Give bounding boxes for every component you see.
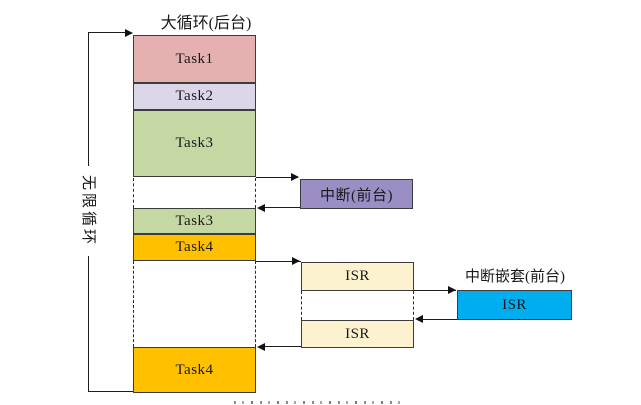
nested-isr-return-line [417,318,457,320]
loop-bracket-bottom-line [88,391,134,392]
isr-top-label: ISR [345,268,370,284]
task-block-task3-first: Task3 [133,110,256,177]
interrupt-box: 中断(前台) [300,179,413,209]
isr-call-line [256,260,301,262]
nested-isr-call-line [414,289,456,291]
interrupt-call-line [256,176,298,178]
isr-return-line [259,346,301,347]
gap1-dashed-left-edge [133,178,134,208]
gap2-dashed-right-edge [254,261,256,347]
task-block-task4-resumed: Task4 [133,347,256,393]
interrupt-call-arrowhead-icon [291,173,299,181]
task-block-task4-first: Task4 [133,234,256,261]
isr-return-arrowhead-icon [257,342,265,351]
interrupt-return-line [259,207,300,208]
isr-box-top: ISR [301,262,414,291]
task2-label: Task2 [175,88,214,104]
nested-isr-return-arrowhead-icon [415,315,423,323]
background-loop-title: 大循环(后台) [160,15,252,32]
loop-top-arrowhead-icon [125,29,133,37]
nested-isr-label: ISR [502,296,527,313]
nested-isr-call-arrowhead-icon [448,286,456,294]
loop-bracket-top-line [88,32,128,33]
interrupt-return-arrowhead-icon [257,203,265,212]
isr-gap-dashed-right-edge [412,291,414,320]
task-block-task2: Task2 [133,83,256,110]
isr-gap-dashed-left-edge [301,291,302,320]
isr-bottom-label: ISR [345,325,370,342]
task1-label: Task1 [175,50,214,67]
gap2-dashed-left-edge [133,261,134,347]
infinite-loop-label: 无限循环 [77,166,99,256]
caption-fragment [234,401,402,404]
task3-resumed-label: Task3 [175,212,214,229]
task4-resumed-label: Task4 [175,361,214,378]
gap1-dashed-right-edge [254,178,256,208]
interrupt-label: 中断(前台) [320,187,393,204]
task3-label: Task3 [175,135,214,151]
nested-interrupt-title: 中断嵌套(前台) [465,269,565,285]
task-block-task1: Task1 [133,35,256,83]
nested-isr-box: ISR [457,290,572,320]
task-block-task3-resumed: Task3 [133,208,256,234]
isr-box-bottom: ISR [301,320,414,348]
task4-label: Task4 [175,239,214,255]
isr-call-arrowhead-icon [292,257,300,265]
